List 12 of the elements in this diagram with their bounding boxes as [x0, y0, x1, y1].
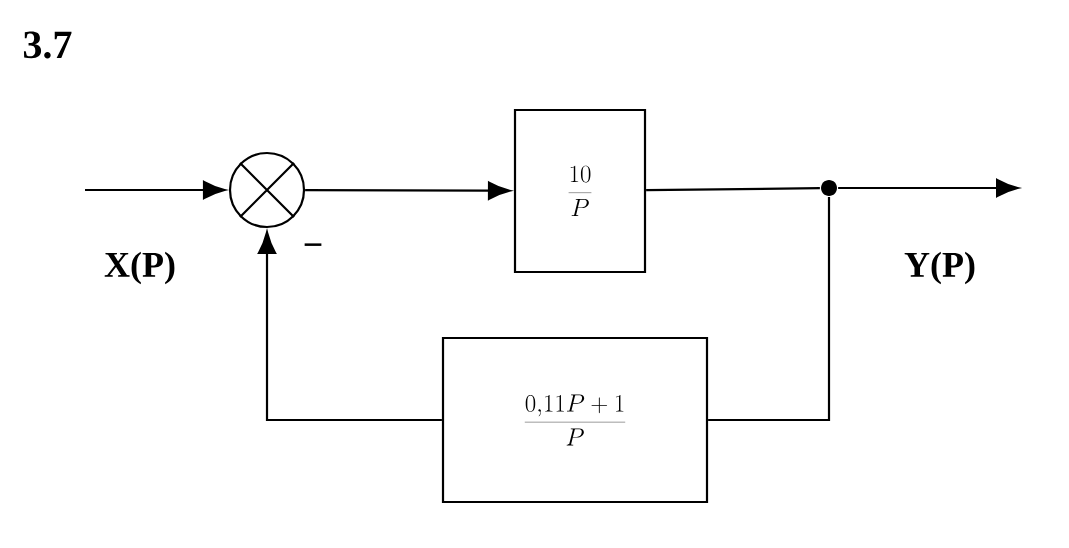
block-box: $\frac{10}{P}$	[513, 108, 647, 274]
summing-junction	[228, 151, 306, 229]
arrow	[838, 178, 1019, 198]
arrow	[85, 180, 226, 200]
title: 3.7	[23, 31, 72, 59]
branch-point	[821, 180, 837, 196]
arrow	[305, 181, 511, 200]
block-box: $\frac{0{,}11P+1}{P}$	[441, 336, 709, 504]
signal-label: X(P)	[104, 251, 175, 285]
sign-label: −	[304, 243, 322, 246]
arrow	[257, 231, 442, 422]
signal-label: Y(P)	[904, 251, 975, 285]
